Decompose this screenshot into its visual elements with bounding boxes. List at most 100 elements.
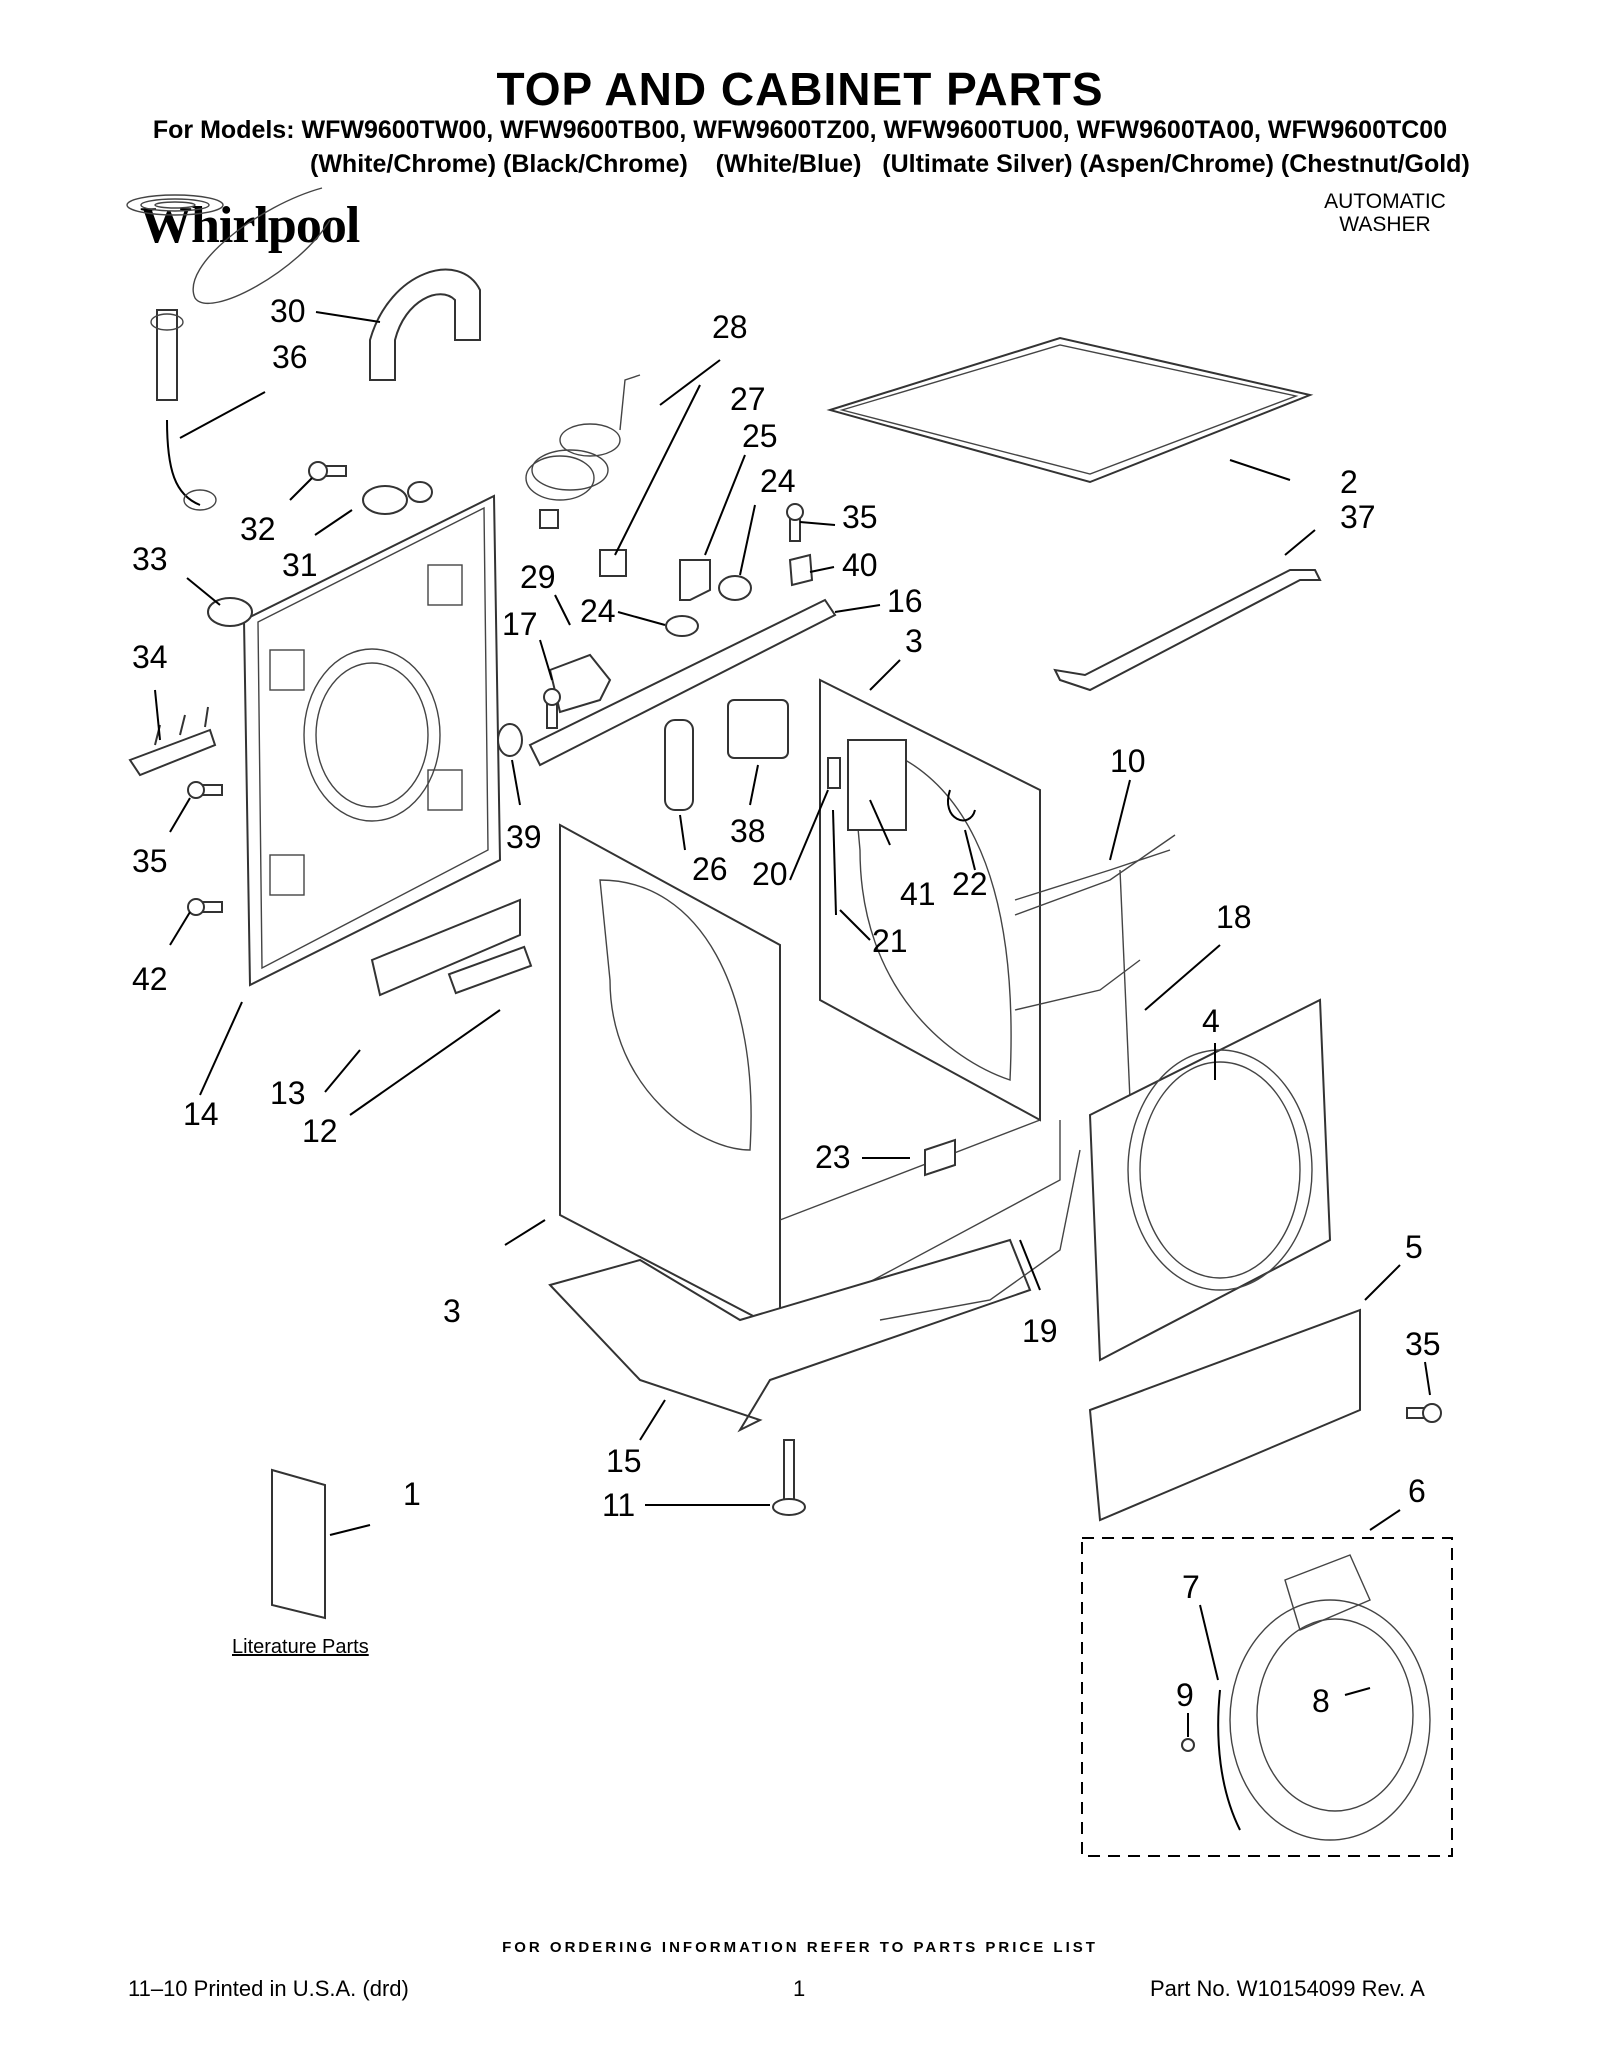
- callout-19: 19: [1022, 1313, 1058, 1349]
- callout-15: 15: [606, 1443, 642, 1479]
- callout-11: 11: [602, 1487, 635, 1523]
- fill-elbow-part: [679, 559, 711, 601]
- hinge-7-part: [1217, 1689, 1241, 1831]
- callout-20: 20: [752, 856, 788, 892]
- hose-hanger-part: [369, 268, 481, 381]
- bracket-39-part: [788, 553, 814, 587]
- callout-10: 10: [1110, 743, 1146, 779]
- logo-swirl-icon: [126, 187, 331, 304]
- callout-leaders: [154, 311, 1431, 1737]
- callout-41: 41: [900, 876, 936, 912]
- callout-27: 27: [730, 381, 766, 417]
- callout-31: 31: [282, 547, 318, 583]
- harness-12-part: [447, 945, 533, 995]
- door-assembly-box: [1081, 1537, 1453, 1857]
- callout-26: 26: [692, 851, 728, 887]
- model-list: For Models: WFW9600TW00, WFW9600TB00, WF…: [152, 116, 1448, 144]
- callout-37: 38: [730, 813, 766, 849]
- callout-1: 1: [403, 1476, 421, 1512]
- callout-12: 12: [302, 1113, 338, 1149]
- toe-panel-part: [1088, 1308, 1361, 1522]
- page-title: TOP AND CABINET PARTS: [496, 63, 1104, 115]
- screw-35-part: [187, 781, 223, 799]
- model-colors: (White/Chrome) (Black/Chrome) (White/Blu…: [310, 150, 1470, 178]
- callout-numbers: 1 2 3 3 4 5 6 7 8 9 10 11 12 13 14 15 16…: [132, 293, 1441, 1719]
- strain-relief-part: [599, 549, 627, 577]
- callout-4: 4: [1202, 1003, 1220, 1039]
- callout-22: 22: [952, 866, 988, 902]
- grommet-part: [207, 597, 253, 627]
- clamp-24b-part: [665, 615, 699, 637]
- callout-29: 29: [520, 559, 556, 595]
- callout-9: 9: [1176, 1677, 1194, 1713]
- print-info: 11–10 Printed in U.S.A. (drd): [128, 1976, 409, 2001]
- screw-35-right-part: [1406, 1403, 1442, 1423]
- callout-18: 18: [1216, 899, 1252, 935]
- callout-36: 36: [272, 339, 308, 375]
- logo-text: Whirlpool: [140, 197, 360, 254]
- screw-42-part: [187, 898, 223, 916]
- hose-clip-part: [128, 706, 217, 777]
- callout-13: 13: [270, 1075, 306, 1111]
- front-panel-part: [1088, 998, 1332, 1362]
- callout-3: 3: [905, 623, 923, 659]
- callout-30: 30: [270, 293, 306, 329]
- callout-14: 14: [183, 1096, 219, 1132]
- bracket-29-part: [548, 653, 612, 714]
- callout-7: 7: [1182, 1569, 1200, 1605]
- wire-21-part: [832, 809, 837, 916]
- callout-17: 17: [502, 606, 538, 642]
- callout-34: 34: [132, 639, 168, 675]
- top-panel-part: [826, 336, 1314, 484]
- callout-35b: 35: [842, 499, 878, 535]
- callout-38: 39: [506, 819, 542, 855]
- bracket-13-part: [370, 898, 521, 997]
- clip-22-part: [947, 789, 976, 822]
- callout-35c: 35: [1405, 1326, 1441, 1362]
- leveling-leg-part: [772, 1439, 806, 1516]
- top-brace-part: [1053, 569, 1322, 692]
- callout-23: 23: [815, 1139, 851, 1175]
- door-ring-part: [1229, 1554, 1431, 1841]
- screw-9-part: [1181, 1738, 1195, 1752]
- fill-hose-part: [664, 719, 694, 811]
- screw-35-top-part: [786, 503, 804, 542]
- callout-16: 16: [887, 583, 923, 619]
- rear-panel-part: [242, 494, 502, 987]
- screw-17-part: [543, 688, 561, 729]
- product-type-line1: AUTOMATIC: [1324, 190, 1446, 213]
- clamp-24-part: [718, 575, 752, 601]
- callout-40: 37: [1340, 499, 1376, 535]
- callout-39: 40: [842, 547, 878, 583]
- literature-parts-label: Literature Parts: [232, 1636, 369, 1658]
- literature-part: [271, 1468, 326, 1620]
- callout-28: 28: [712, 309, 748, 345]
- callout-6: 6: [1408, 1473, 1426, 1509]
- callout-32: 32: [240, 511, 276, 547]
- ordering-info: FOR ORDERING INFORMATION REFER TO PARTS …: [502, 1939, 1098, 1956]
- callout-25: 25: [742, 418, 778, 454]
- callout-24: 24: [760, 463, 796, 499]
- callout-33: 33: [132, 541, 168, 577]
- cabinet-part: [559, 678, 1061, 1332]
- part-number: Part No. W10154099 Rev. A: [1150, 1976, 1425, 2001]
- page-number: 1: [793, 1976, 806, 2001]
- product-type: AUTOMATIC WASHER: [1300, 190, 1470, 236]
- product-type-line2: WASHER: [1339, 213, 1431, 236]
- clip-38-part: [497, 723, 523, 757]
- callout-21: 21: [872, 923, 908, 959]
- whirlpool-logo: Whirlpool: [140, 196, 360, 255]
- callout-35: 35: [132, 843, 168, 879]
- callout-2: 2: [1340, 464, 1358, 500]
- power-cord-part: [525, 374, 641, 529]
- bracket-23-part: [924, 1138, 956, 1177]
- callout-42: 42: [132, 961, 168, 997]
- thermistor-part: [827, 757, 841, 789]
- base-part: [548, 1238, 1032, 1433]
- wire-harness-part: [879, 834, 1176, 1321]
- callout-24b: 24: [580, 593, 616, 629]
- callout-5: 5: [1405, 1229, 1423, 1265]
- drain-hose-part: [150, 309, 217, 511]
- screw-32-part: [308, 461, 347, 481]
